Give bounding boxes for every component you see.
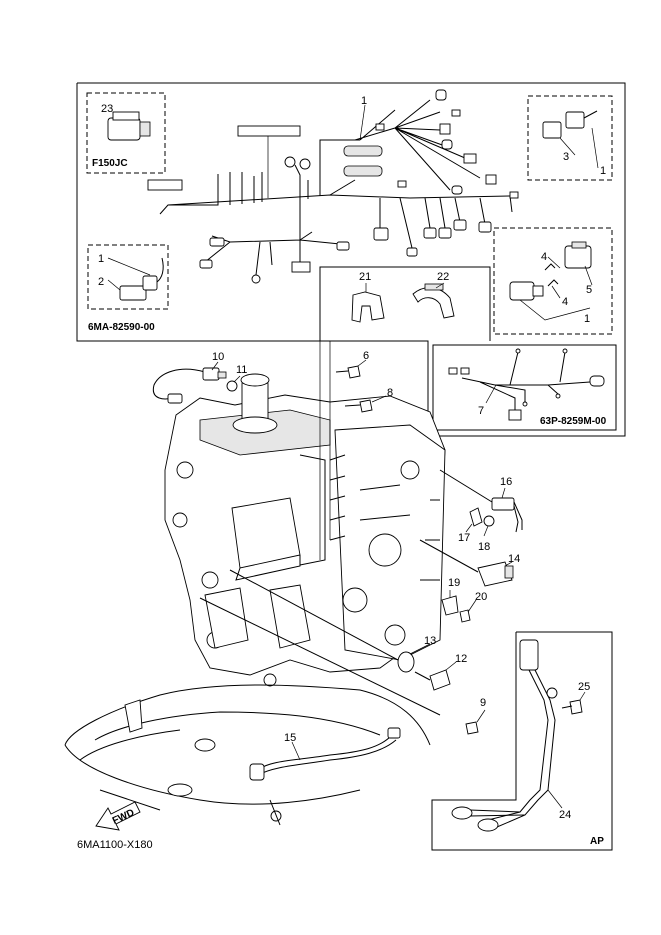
fwd-arrow-icon: FWD	[95, 801, 141, 831]
diagram-code: 6MA1100-X180	[77, 839, 153, 851]
callout-14: 14	[508, 553, 520, 565]
callout-19: 19	[448, 577, 460, 589]
callout-18: 18	[478, 541, 490, 553]
sub-harness-code: 63P-8259M-00	[540, 416, 607, 427]
engine-block	[164, 373, 446, 687]
plug-detail-box	[87, 244, 169, 310]
connector-detail-box	[527, 95, 613, 181]
grommet-13	[397, 651, 415, 673]
relay-connector-icon	[542, 110, 598, 139]
battery-code: AP	[590, 836, 604, 847]
sensor-14	[419, 539, 514, 587]
callout-13: 13	[424, 635, 436, 647]
callout-3: 3	[563, 151, 569, 163]
callout-9: 9	[480, 697, 486, 709]
battery-cable-24	[451, 639, 558, 832]
bolt-9	[465, 721, 479, 735]
callout-21: 21	[359, 271, 371, 283]
callout-4-upper: 4	[541, 251, 547, 263]
fwd-label: FWD	[111, 807, 136, 827]
wire-harness-panel: F150JC 23 3 1 1 2 6MA-82590-00	[76, 82, 626, 437]
sub-harness-panel: 7 63P-8259M-00	[432, 344, 617, 431]
callout-1-harness: 1	[361, 95, 367, 107]
variant-box	[86, 92, 166, 174]
sensor-16	[439, 469, 523, 533]
washer-11	[226, 380, 238, 392]
callout-1-left: 1	[98, 253, 104, 265]
callout-6: 6	[363, 350, 369, 362]
callout-5: 5	[586, 284, 592, 296]
sensor-10	[152, 367, 227, 404]
callout-23: 23	[101, 103, 113, 115]
coupler-5-icon	[564, 241, 592, 269]
callout-8: 8	[387, 387, 393, 399]
callout-22: 22	[437, 271, 449, 283]
connector-23-icon	[107, 111, 151, 141]
callout-17: 17	[458, 532, 470, 544]
cable-15	[249, 727, 401, 781]
callout-4-lower: 4	[562, 296, 568, 308]
clamp-21-icon	[351, 291, 385, 323]
callout-10: 10	[212, 351, 224, 363]
bolt-20	[459, 609, 471, 623]
callout-7: 7	[478, 405, 484, 417]
plug-connector-icon	[119, 257, 164, 301]
bolt-18	[483, 515, 495, 527]
bottom-cowling	[64, 684, 431, 826]
callout-11: 11	[236, 364, 247, 376]
coupler-1-icon	[509, 281, 544, 301]
callout-16: 16	[500, 476, 512, 488]
sensor-12	[414, 669, 451, 691]
callout-20: 20	[475, 591, 487, 603]
bolt-25-icon	[561, 699, 583, 715]
callout-12: 12	[455, 653, 467, 665]
bracket-19	[441, 595, 459, 616]
callout-2: 2	[98, 276, 104, 288]
harness-code: 6MA-82590-00	[88, 322, 155, 333]
callout-25: 25	[578, 681, 590, 693]
battery-cable-panel: 25 24 AP	[431, 631, 613, 851]
clamp-22-icon	[412, 283, 455, 319]
sensor-detail-box	[493, 227, 613, 335]
callout-1-top: 1	[600, 165, 606, 177]
callout-15: 15	[284, 732, 296, 744]
main-wire-harness	[147, 89, 519, 284]
callout-1-right: 1	[584, 313, 590, 325]
callout-24: 24	[559, 809, 571, 821]
bolt-8-icon	[344, 399, 373, 413]
bolt-6-icon	[335, 365, 361, 379]
variant-code: F150JC	[92, 158, 128, 169]
bracket-17	[469, 507, 483, 527]
